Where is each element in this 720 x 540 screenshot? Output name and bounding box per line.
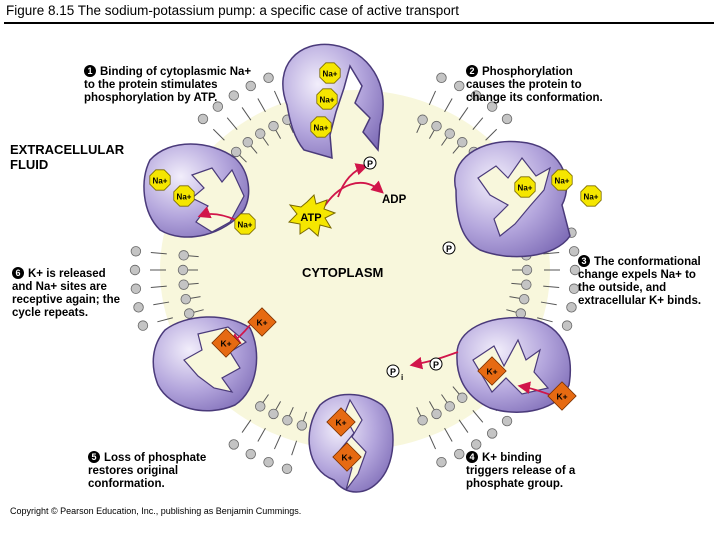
- sodium-ion: Na+: [234, 213, 256, 235]
- copyright-notice: Copyright © Pearson Education, Inc., pub…: [10, 506, 302, 516]
- svg-text:K+: K+: [335, 418, 346, 428]
- svg-text:K+: K+: [556, 392, 567, 402]
- sodium-ion: Na+: [580, 185, 602, 207]
- pump-protein-5: [152, 316, 258, 412]
- sodium-ion: Na+: [310, 116, 332, 138]
- svg-text:K+: K+: [341, 453, 352, 463]
- svg-text:i: i: [401, 373, 403, 382]
- title-rule: [4, 22, 714, 24]
- svg-text:Na+: Na+: [153, 177, 168, 186]
- svg-text:Na+: Na+: [555, 177, 570, 186]
- step-number: 2: [466, 65, 478, 77]
- potassium-ion: K+: [211, 328, 241, 358]
- svg-text:P: P: [390, 367, 396, 377]
- svg-text:Na+: Na+: [323, 70, 338, 79]
- svg-text:K+: K+: [220, 339, 231, 349]
- svg-text:Na+: Na+: [177, 193, 192, 202]
- step-number: 4: [466, 451, 478, 463]
- figure-title: Figure 8.15 The sodium-potassium pump: a…: [6, 3, 459, 18]
- potassium-ion: K+: [547, 381, 577, 411]
- atp-label: ATP: [300, 212, 321, 224]
- svg-text:K+: K+: [486, 367, 497, 377]
- potassium-ion: K+: [332, 442, 362, 472]
- sodium-ion: Na+: [514, 176, 536, 198]
- step-number: 1: [84, 65, 96, 77]
- svg-text:Na+: Na+: [320, 96, 335, 105]
- svg-text:P: P: [446, 244, 452, 254]
- svg-text:P: P: [367, 159, 373, 169]
- cytoplasm-area: [160, 90, 550, 450]
- sodium-ion: Na+: [173, 185, 195, 207]
- pump-protein-2: [454, 140, 571, 258]
- sodium-ion: Na+: [319, 62, 341, 84]
- inorganic-phosphate: P i: [386, 364, 403, 382]
- phosphate-release-arrow: [409, 351, 459, 370]
- svg-text:P: P: [433, 360, 439, 370]
- step-number: 5: [88, 451, 100, 463]
- pump-protein-6: [143, 143, 250, 238]
- svg-text:Na+: Na+: [238, 221, 253, 230]
- svg-text:Na+: Na+: [518, 184, 533, 193]
- phosphate-on-protein-3: P: [429, 357, 443, 371]
- svg-text:Na+: Na+: [584, 193, 599, 202]
- sodium-ion: Na+: [316, 88, 338, 110]
- sodium-ion: Na+: [551, 169, 573, 191]
- pump-protein-4: [308, 393, 394, 493]
- na-entry-arrow: [197, 206, 237, 221]
- potassium-ion: K+: [326, 407, 356, 437]
- phosphate-on-protein-1: P: [363, 156, 377, 170]
- atp-burst: [287, 194, 337, 237]
- potassium-ion: K+: [477, 356, 507, 386]
- extracellular-fluid-label: EXTRACELLULAR FLUID: [10, 142, 125, 172]
- potassium-ion: K+: [247, 307, 277, 337]
- phosphate-attach-arrow: [337, 163, 369, 198]
- phosphate-on-protein-2: P: [442, 241, 456, 255]
- adp-label: ADP: [382, 194, 407, 206]
- svg-text:K+: K+: [256, 318, 267, 328]
- ions: Na+ Na+ Na+ Na+ Na+ Na+ Na+ Na+ Na+ K+ K+ K+ K+ K+ K+: [149, 62, 602, 472]
- step-number: 6: [12, 267, 24, 279]
- atp-to-adp-arrow: [321, 180, 384, 211]
- cytoplasm-label: CYTOPLASM: [302, 265, 384, 280]
- step-number: 3: [578, 255, 590, 267]
- svg-text:Na+: Na+: [314, 124, 329, 133]
- sodium-ion: Na+: [149, 169, 171, 191]
